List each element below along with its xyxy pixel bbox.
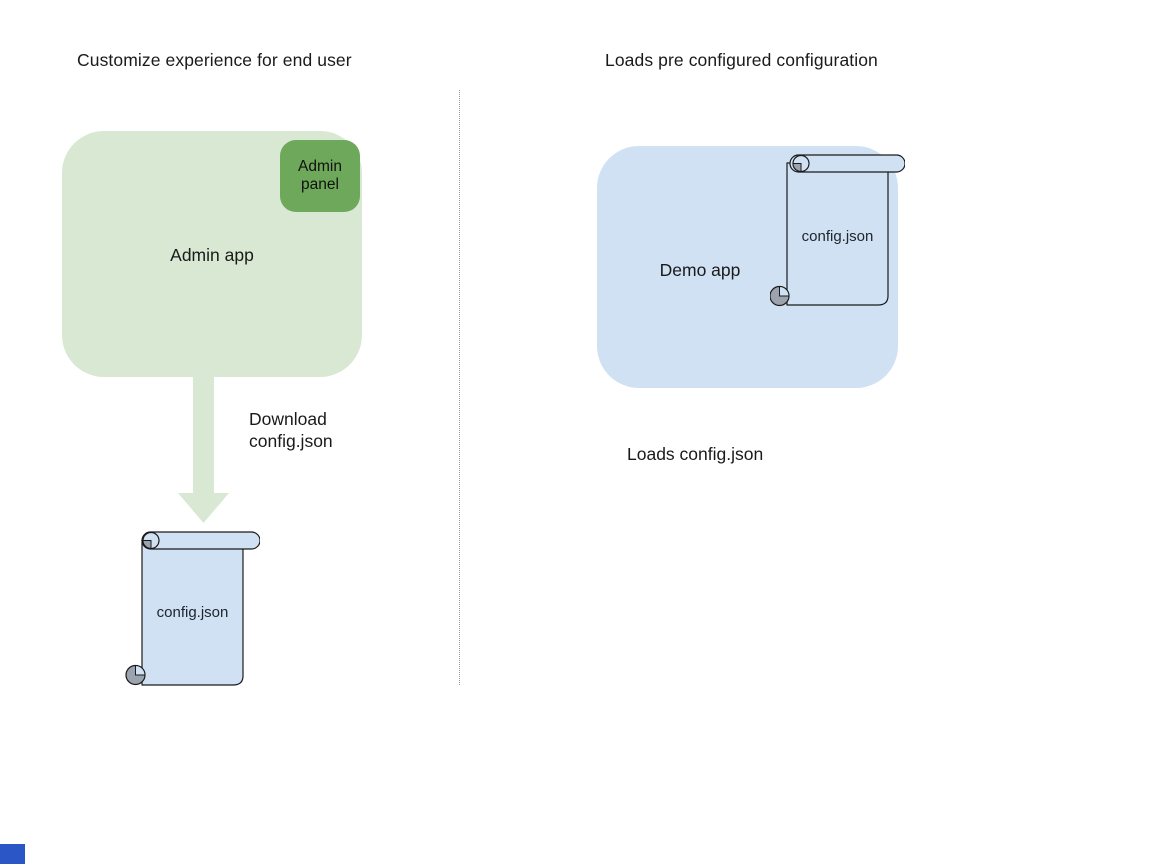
admin-panel-box: Admin panel	[280, 140, 360, 212]
right-section-title: Loads pre configured configuration	[605, 50, 878, 70]
download-arrow-icon	[178, 377, 229, 523]
demo-app-label: Demo app	[659, 259, 741, 280]
admin-panel-label: Admin panel	[298, 158, 342, 193]
download-arrow-label: Download config.json	[249, 409, 333, 451]
corner-blue-square	[0, 844, 25, 864]
section-divider-line	[459, 90, 460, 685]
loads-config-caption: Loads config.json	[627, 444, 764, 464]
config-json-scroll-shape-right	[770, 154, 905, 307]
left-section-title: Customize experience for end user	[77, 50, 352, 70]
config-json-scroll-shape-left	[125, 531, 260, 686]
config-json-label-right: config.json	[801, 228, 874, 245]
admin-app-label: Admin app	[170, 244, 254, 265]
config-json-label-left: config.json	[156, 604, 229, 621]
